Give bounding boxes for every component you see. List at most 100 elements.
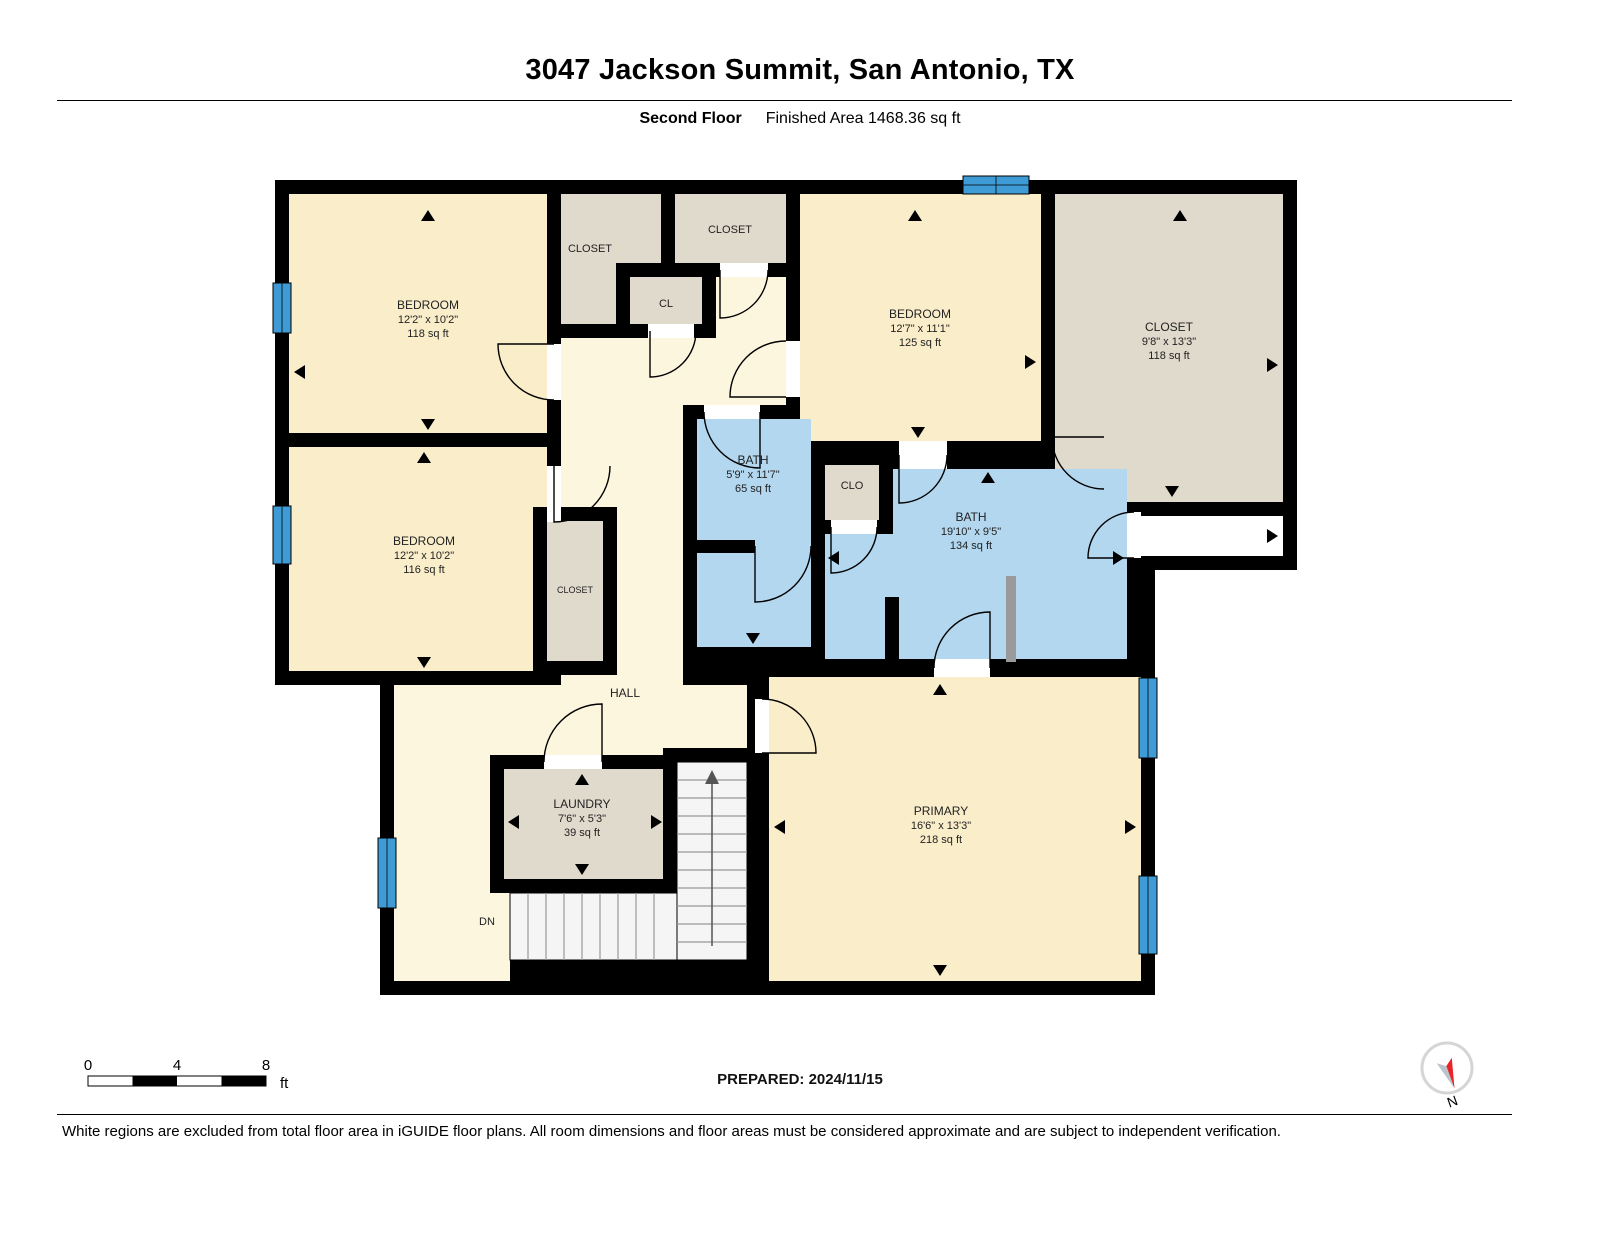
door-swing (1051, 436, 1105, 490)
door-swing (553, 465, 611, 523)
room-bedroom-top (800, 194, 1041, 441)
room-bath-large (825, 469, 1127, 659)
dimension-arrow (575, 774, 589, 785)
stairs-dn-label: DN (479, 916, 495, 928)
door-swing (830, 526, 878, 574)
closet-top-1-label: CLOSET (568, 243, 612, 255)
door-swing (1087, 511, 1135, 559)
bath-small-stub-wall (697, 540, 755, 553)
bedroom-mid-left-dims: 12'2" x 10'2" (394, 550, 454, 562)
primary-dims: 16'6" x 13'3" (911, 820, 971, 832)
dimension-arrow (1125, 820, 1136, 834)
door-swing (933, 611, 991, 669)
bath-large-area: 134 sq ft (950, 540, 992, 552)
bedroom-mid-left-name: BEDROOM (393, 534, 455, 548)
closet-cl-label: CL (659, 298, 673, 310)
compass: N (1420, 1041, 1474, 1111)
bedroom-mid-left-area: 116 sq ft (403, 564, 444, 576)
dimension-arrow (508, 815, 519, 829)
bath-large-dims: 19'10" x 9'5" (941, 526, 1001, 538)
door-swing (898, 454, 948, 504)
door-swing (754, 545, 812, 603)
room-primary (769, 677, 1141, 981)
dimension-arrow (575, 864, 589, 875)
floor-label: Second Floor (639, 110, 742, 127)
laundry-dims: 7'6" x 5'3" (558, 813, 606, 825)
scale-bar: 0 4 8 ft (84, 1057, 289, 1092)
dimension-arrow (651, 815, 662, 829)
clo-label: CLO (841, 480, 864, 492)
dimension-arrow (421, 210, 435, 221)
bedroom-top-left-dims: 12'2" x 10'2" (398, 314, 458, 326)
closet-small-label: CLOSET (557, 585, 594, 595)
footer-divider (57, 1114, 1512, 1115)
dimension-arrow (774, 820, 785, 834)
hall-label: HALL (610, 686, 640, 700)
bath-small-area: 65 sq ft (735, 483, 771, 495)
bath-small-dims: 5'9" x 11'7" (726, 469, 779, 481)
laundry-area: 39 sq ft (564, 827, 600, 839)
bedroom-top-name: BEDROOM (889, 307, 951, 321)
room-bedroom-mid-left (289, 447, 547, 671)
scale-bar-segment (221, 1076, 266, 1086)
room-clo (825, 465, 879, 520)
room-landing (1141, 516, 1283, 556)
bedroom-top-area: 125 sq ft (899, 337, 941, 349)
dimension-arrow (1165, 486, 1179, 497)
door-openings (544, 263, 1141, 769)
door-swing (703, 411, 761, 469)
closet-large-area: 118 sq ft (1148, 350, 1189, 362)
primary-area: 218 sq ft (920, 834, 962, 846)
scale-unit: ft (280, 1075, 289, 1092)
dimension-arrow (417, 452, 431, 463)
stairs (509, 761, 748, 961)
scale-tick-4: 4 (173, 1057, 181, 1074)
bedroom-top-left-area: 118 sq ft (407, 328, 448, 340)
prepared-date: PREPARED: 2024/11/15 (717, 1071, 883, 1088)
dimension-arrow (1025, 355, 1036, 369)
windows (272, 175, 1158, 955)
dimension-arrow (828, 551, 839, 565)
bedroom-top-left-name: BEDROOM (397, 298, 459, 312)
dimension-arrow (1113, 551, 1124, 565)
compass-needle-north (1446, 1057, 1455, 1089)
closet-top-2-label: CLOSET (708, 224, 752, 236)
primary-name: PRIMARY (914, 804, 968, 818)
closet-large-name: CLOSET (1145, 320, 1194, 334)
room-closet-large (1055, 194, 1283, 502)
dimension-arrow (933, 684, 947, 695)
scale-tick-8: 8 (262, 1057, 270, 1074)
closet-large-dims: 9'8" x 13'3" (1142, 336, 1196, 348)
disclaimer-text: White regions are excluded from total fl… (62, 1123, 1281, 1140)
dimension-arrow (933, 965, 947, 976)
door-swing (719, 269, 769, 319)
room-closet-small (547, 521, 603, 661)
dimension-arrow (1267, 358, 1278, 372)
room-closet-cl (630, 277, 702, 324)
laundry-name: LAUNDRY (553, 797, 610, 811)
door-swing (729, 340, 787, 398)
bath-large-name: BATH (955, 510, 986, 524)
dimension-arrow (421, 419, 435, 430)
dimension-arrow (746, 633, 760, 644)
room-laundry (504, 769, 666, 879)
dimension-arrow (981, 472, 995, 483)
room-labels: BEDROOM 12'2" x 10'2" 118 sq ft BEDROOM … (393, 224, 1196, 928)
header-divider (57, 100, 1512, 101)
door-swing (497, 343, 555, 401)
door-swing (543, 703, 603, 763)
room-closet-top-2 (675, 194, 786, 263)
compass-n-label: N (1445, 1092, 1460, 1110)
door-swing (761, 698, 817, 754)
dimension-arrows (294, 210, 1278, 976)
dimension-arrow (417, 657, 431, 668)
room-bedroom-top-left (289, 194, 547, 433)
bedroom-top-dims: 12'7" x 11'1" (890, 323, 950, 335)
bath-small-name: BATH (737, 453, 768, 467)
stairs-arrow-head (705, 770, 719, 784)
dimension-arrow (294, 365, 305, 379)
dimension-arrow (908, 210, 922, 221)
